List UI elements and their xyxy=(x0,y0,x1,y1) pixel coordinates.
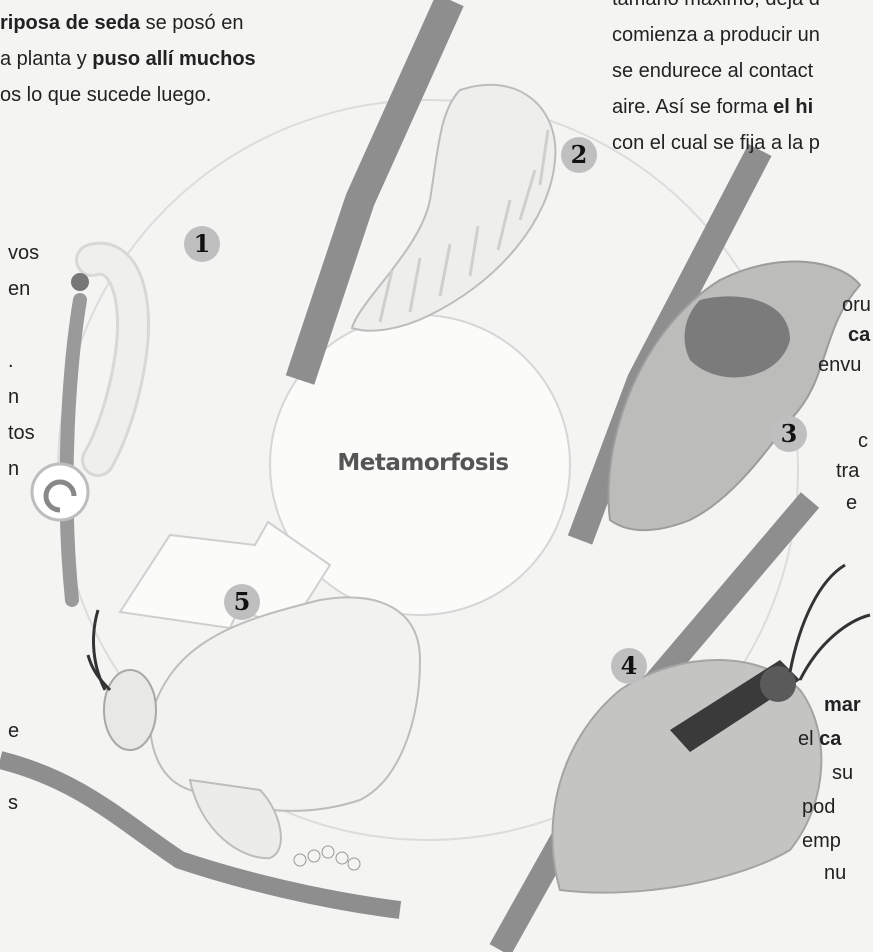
top-left-line-1: riposa de seda se posó en xyxy=(0,10,243,36)
left-lower-fragment-1: e xyxy=(8,718,19,744)
right-mid-line-3: envu xyxy=(818,352,861,378)
stage-number-2: 2 xyxy=(561,137,597,173)
right-mid-line-1: oru xyxy=(842,292,871,318)
top-left-line-2: a planta y puso allí muchos xyxy=(0,46,256,72)
caterpillar-stage-1-icon xyxy=(32,259,133,600)
right-low-line-2: el ca xyxy=(798,726,841,752)
silk-moth-stage-5-icon xyxy=(0,598,420,911)
left-fragment-5: tos xyxy=(8,420,35,446)
right-mid-line-5: tra xyxy=(836,458,859,484)
top-right-line-1: comienza a producir un xyxy=(612,22,820,48)
top-left-line-3: os lo que sucede luego. xyxy=(0,82,211,108)
left-fragment-3: . xyxy=(8,348,14,374)
emerging-moth-stage-4-icon xyxy=(500,500,870,950)
right-mid-line-2: ca xyxy=(848,322,870,348)
right-low-line-6: nu xyxy=(824,860,846,886)
right-low-line-4: pod xyxy=(802,794,835,820)
egg-cluster-icon xyxy=(294,846,360,870)
top-right-line-3: aire. Así se forma el hi xyxy=(612,94,813,120)
stage-number-4: 4 xyxy=(611,648,647,684)
left-fragment-2: en xyxy=(8,276,30,302)
right-mid-line-4: c xyxy=(858,428,868,454)
right-low-line-1: mar xyxy=(824,692,861,718)
chrysalis-stage-3-icon xyxy=(580,150,860,540)
stage-number-3: 3 xyxy=(771,416,807,452)
left-fragment-1: vos xyxy=(8,240,39,266)
left-fragment-4: n xyxy=(8,384,19,410)
left-lower-fragment-2: s xyxy=(8,790,18,816)
top-right-line-4: con el cual se fija a la p xyxy=(612,130,820,156)
center-title: Metamorfosis xyxy=(318,450,528,476)
left-fragment-6: n xyxy=(8,456,19,482)
right-mid-line-6: e xyxy=(846,490,857,516)
right-low-line-5: emp xyxy=(802,828,841,854)
top-right-line-2: se endurece al contact xyxy=(612,58,813,84)
stage-number-5: 5 xyxy=(224,584,260,620)
right-low-line-3: su xyxy=(832,760,853,786)
stage-number-1: 1 xyxy=(184,226,220,262)
top-right-line-0: tamaño máximo, deja d xyxy=(612,0,820,12)
